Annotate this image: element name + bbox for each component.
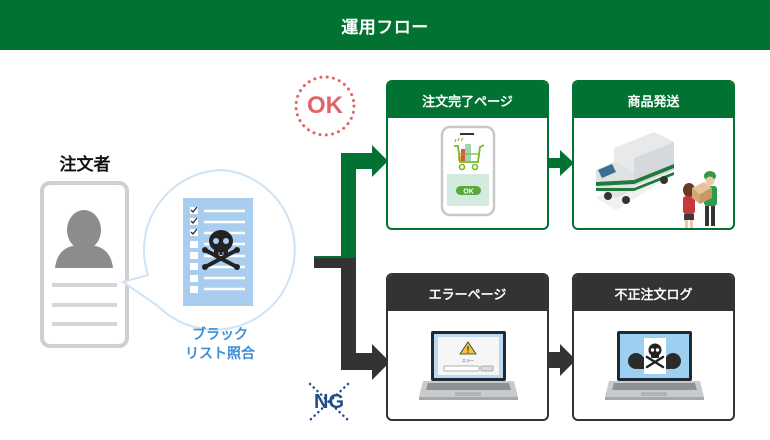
ng-next-arrow [548, 344, 576, 376]
error-dialog-text: エラー [462, 357, 474, 363]
ng-branch-arrow [314, 258, 390, 380]
courier-figure [692, 171, 717, 226]
ok-button [456, 186, 481, 195]
skull-crossbones-icon [645, 343, 665, 369]
ok-stamp: OK [293, 74, 357, 138]
ng-stamp: NG [302, 380, 356, 424]
error-page-card: エラーページ エラー [386, 273, 549, 421]
order-complete-title: 注文完了ページ [388, 82, 547, 118]
ok-next-arrow [548, 150, 574, 176]
blacklist-document-icon [183, 198, 253, 306]
info-line [52, 322, 117, 326]
blacklist-bubble [120, 168, 296, 331]
laptop-fraud-log-icon [605, 331, 704, 400]
error-page-title: エラーページ [388, 275, 547, 311]
fraud-log-title: 不正注文ログ [574, 275, 733, 311]
customer-figure [683, 183, 695, 228]
info-line [52, 283, 117, 287]
dotted-cross-icon [308, 382, 350, 422]
ok-button-label: OK [463, 189, 474, 196]
blacklist-label-line1: ブラック [192, 327, 248, 343]
warning-triangle-icon [459, 341, 477, 355]
blacklist-label: ブラック リスト照合 [160, 326, 280, 364]
checkmark-icon [190, 206, 198, 236]
smartphone-cart-icon: OK [440, 125, 496, 217]
info-line [52, 303, 117, 307]
ng-stamp-label: NG [314, 390, 344, 413]
flow-header: 運用フロー [0, 0, 770, 50]
order-complete-card: 注文完了ページ OK [386, 80, 549, 230]
skull-crossbones-icon [202, 230, 240, 270]
fraud-log-card: 不正注文ログ [572, 273, 735, 421]
delivery-truck-icon [596, 132, 717, 228]
shipping-title: 商品発送 [574, 82, 733, 118]
flow-title: 運用フロー [341, 17, 429, 38]
ok-stamp-label: OK [307, 92, 343, 119]
shopping-cart-icon [454, 137, 485, 171]
orderer-card [40, 181, 129, 348]
ok-branch-arrow [314, 145, 388, 258]
blacklist-label-line2: リスト照合 [185, 346, 255, 362]
shipping-card: 商品発送 [572, 80, 735, 230]
orderer-title: 注文者 [59, 155, 111, 175]
laptop-error-icon: エラー [419, 331, 518, 400]
dotted-circle-icon [294, 75, 356, 137]
user-silhouette-icon [55, 210, 113, 268]
